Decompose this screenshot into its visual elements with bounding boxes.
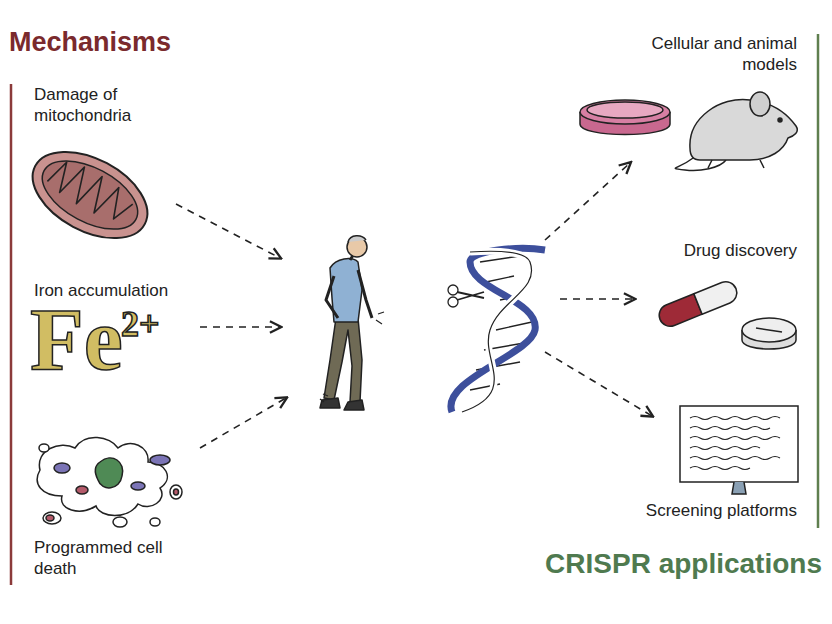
application-item: Drug discovery — [612, 240, 797, 261]
mechanisms-bracket — [10, 84, 13, 585]
petri-dish-icon — [580, 100, 670, 135]
dashed-arrows — [176, 163, 652, 448]
person-figure — [320, 236, 384, 410]
item-label: Drug discovery — [612, 240, 797, 261]
mechanism-item: Damage of mitochondria — [34, 84, 164, 127]
scissors-icon — [448, 285, 484, 307]
mouse-icon — [675, 92, 797, 171]
item-label: Cellular and animal models — [612, 33, 797, 76]
pill-icons — [656, 278, 796, 349]
application-item: Screening platforms — [612, 500, 797, 521]
iron-symbol: Fe — [30, 296, 123, 384]
monitor-icon — [680, 406, 798, 494]
dna-helix — [451, 249, 545, 413]
group-heading: CRISPR applications — [545, 546, 822, 581]
item-label: Screening platforms — [612, 500, 797, 521]
cell-death-icon — [37, 437, 182, 527]
applications-bracket — [817, 34, 820, 528]
iron-charge: 2+ — [121, 306, 160, 342]
application-item: Cellular and animal models — [612, 33, 797, 76]
item-label: Damage of mitochondria — [34, 84, 164, 127]
group-heading: Mechanisms — [9, 26, 171, 60]
mechanism-item: Programmed cell death — [34, 537, 174, 580]
applications-group: CRISPR applications Cellular and animal m… — [530, 0, 832, 600]
item-label: Programmed cell death — [34, 537, 174, 580]
mitochondrion-icon — [18, 134, 161, 256]
